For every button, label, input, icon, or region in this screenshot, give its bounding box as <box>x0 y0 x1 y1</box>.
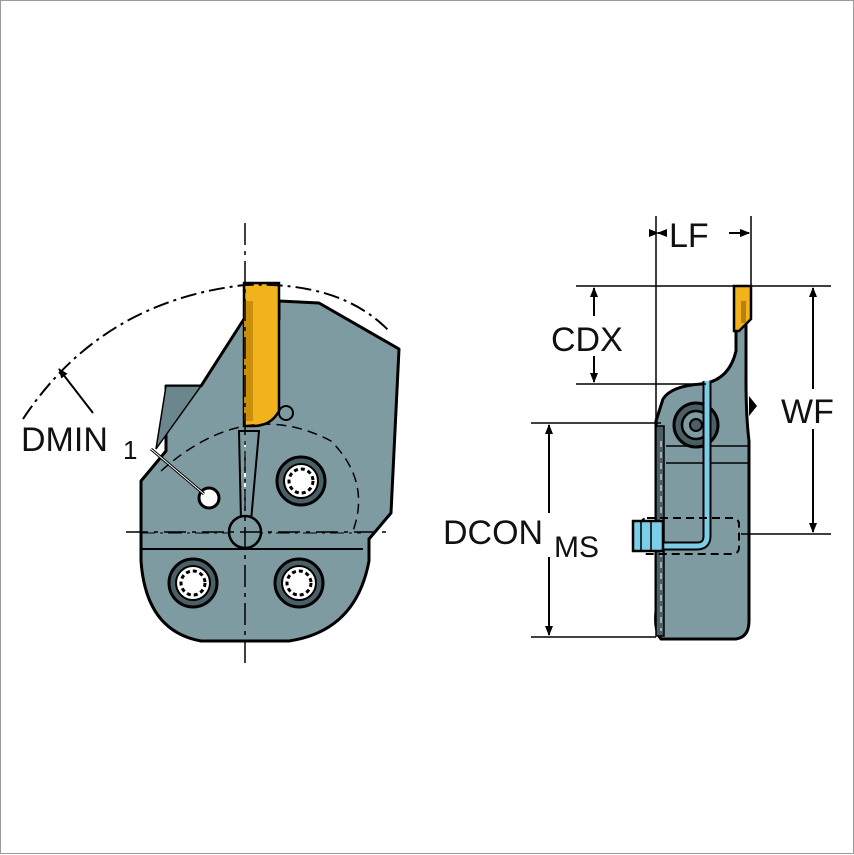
dmin-subscript: 1 <box>123 435 137 465</box>
screw-bottom-left <box>167 557 219 609</box>
side-view <box>531 216 831 641</box>
lf-label: LF <box>669 217 709 255</box>
dcon-label: DCON <box>443 514 543 552</box>
holder-bevel <box>155 385 203 450</box>
wf-label: WF <box>781 393 834 431</box>
screw-top-right <box>275 455 327 507</box>
screw-bottom-right <box>273 557 325 609</box>
dmin-label: DMIN <box>21 421 108 459</box>
coolant-connector <box>631 519 665 553</box>
holder-body-side <box>654 304 751 641</box>
holder-body-front <box>139 299 401 643</box>
cdx-label: CDX <box>551 321 623 359</box>
front-view <box>22 223 401 666</box>
dcon-subscript: MS <box>554 531 599 564</box>
